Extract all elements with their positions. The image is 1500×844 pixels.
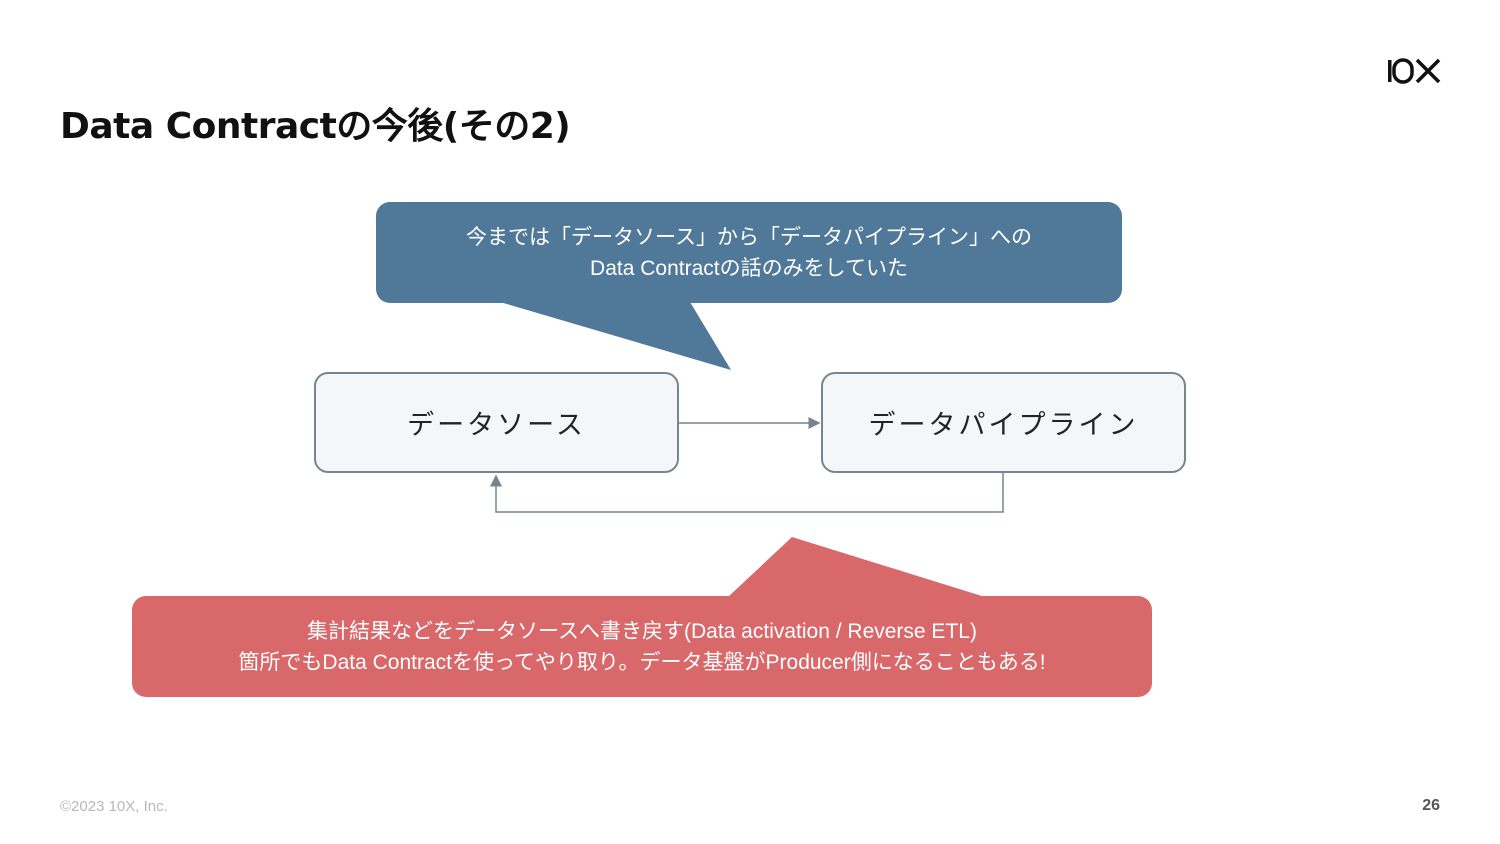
node-data-pipeline: データパイプライン — [821, 372, 1186, 473]
footer-copyright: ©2023 10X, Inc. — [60, 798, 168, 815]
node-data-pipeline-label: データパイプライン — [868, 410, 1139, 441]
callout-top-line1: 今までは「データソース」から「データパイプライン」への — [466, 226, 1032, 249]
callout-bottom-line1: 集計結果などをデータソースへ書き戻す(Data activation / Rev… — [307, 620, 977, 643]
callout-bottom-line2: 箇所でもData Contractを使ってやり取り。データ基盤がProducer… — [238, 651, 1046, 674]
callout-bottom-shape — [132, 537, 1152, 697]
edge-pipeline-to-source — [490, 473, 1004, 513]
callout-top-text: 今までは「データソース」から「データパイプライン」への Data Contrac… — [376, 222, 1122, 284]
callout-top-shape — [376, 202, 1122, 370]
node-data-source-label: データソース — [407, 410, 586, 441]
page-number: 26 — [1422, 797, 1440, 814]
callout-bottom-text: 集計結果などをデータソースへ書き戻す(Data activation / Rev… — [132, 616, 1152, 678]
slide-title: Data Contractの今後(その2) — [60, 106, 571, 147]
callout-top-line2: Data Contractの話のみをしていた — [590, 257, 908, 280]
brand-logo — [1388, 58, 1441, 84]
node-data-source: データソース — [314, 372, 679, 473]
